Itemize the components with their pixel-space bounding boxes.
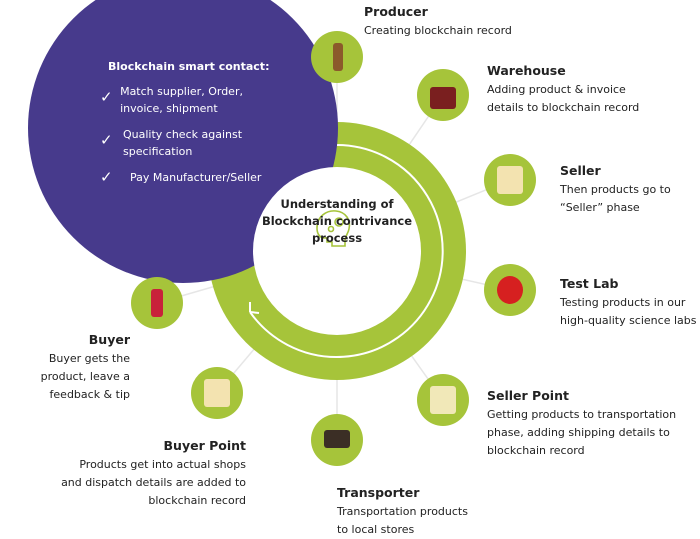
- head-gears-icon: [316, 210, 351, 247]
- smart-contract-title: Blockchain smart contact:: [108, 60, 270, 73]
- test-lab-icon: [484, 264, 536, 316]
- smart-contract-panel: Blockchain smart contact: ✓Match supplie…: [100, 60, 270, 195]
- center-circle: [253, 167, 421, 335]
- transporter-truck-icon: [311, 414, 363, 466]
- center-title: Understanding of Blockchain contrivance …: [261, 197, 413, 245]
- checkmark-icon: ✓: [100, 131, 113, 149]
- cycle-arrow-line: [249, 144, 444, 358]
- buyer-point-shop-icon: [191, 367, 243, 419]
- seller-point-building-icon: [417, 374, 469, 426]
- contract-item: ✓Quality check against specification: [100, 128, 243, 158]
- checkmark-icon: ✓: [100, 168, 113, 186]
- contract-item: ✓Pay Manufacturer/Seller: [100, 168, 262, 186]
- arrow-head-icon: [249, 302, 260, 314]
- buyer-icon: [131, 277, 183, 329]
- producer-icon: [311, 31, 363, 83]
- checkmark-icon: ✓: [100, 88, 113, 106]
- smart-contract-circle: [28, 0, 338, 283]
- contract-item: ✓Match supplier, Order, invoice, shipmen…: [100, 85, 243, 115]
- warehouse-icon: [417, 69, 469, 121]
- seller-mall-icon: [484, 154, 536, 206]
